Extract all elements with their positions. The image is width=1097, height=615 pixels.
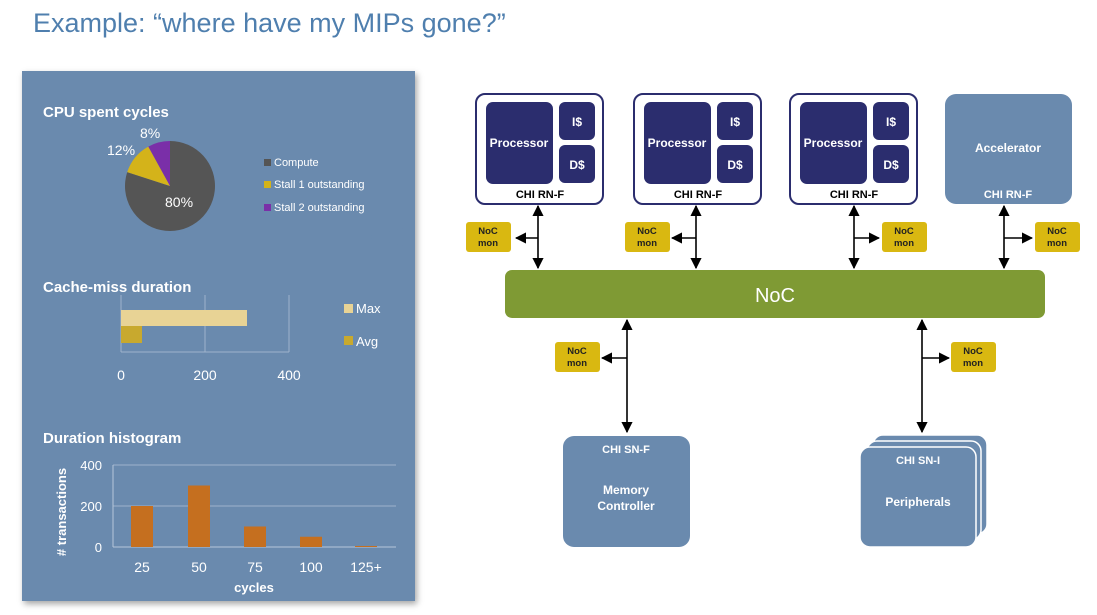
peripherals-label: Peripherals [885, 495, 951, 509]
peripherals-node[interactable]: CHI SN-I Peripherals [859, 434, 988, 548]
dcache-label: D$ [883, 158, 899, 172]
legend-swatch-stall1 [264, 181, 271, 188]
accelerator-label: Accelerator [975, 141, 1041, 155]
hist-xtick-25: 25 [134, 559, 150, 575]
hist-ytick-400: 400 [80, 458, 102, 473]
hist-ytick-200: 200 [80, 499, 102, 514]
legend-swatch-compute [264, 159, 271, 166]
bar-xtick-400: 400 [277, 367, 301, 383]
pie-slice-stall-2-outstanding [148, 141, 170, 186]
histogram-title: Duration histogram [43, 430, 181, 447]
bar-xtick-200: 200 [193, 367, 217, 383]
noc-monitor-4[interactable]: NoC mon [1035, 222, 1080, 252]
histogram-bar-25 [131, 506, 153, 547]
noc-monitor-1[interactable]: NoC mon [466, 222, 511, 252]
monitor-line2: mon [567, 358, 587, 369]
monitor-line1: NoC [1047, 226, 1067, 237]
slide-title: Example: “where have my MIPs gone?” [33, 8, 506, 38]
memory-label-line1: Memory [603, 483, 649, 497]
hist-xtick-50: 50 [191, 559, 207, 575]
icache-label: I$ [730, 115, 740, 129]
monitor-line1: NoC [894, 226, 914, 237]
histogram-bars [131, 485, 377, 547]
pie-label-stall1: 12% [107, 142, 135, 158]
legend-label-stall2: Stall 2 outstanding [274, 202, 365, 214]
noc-bus[interactable]: NoC [505, 270, 1045, 318]
connection-arrows [514, 204, 1034, 434]
pie-legend: Compute Stall 1 outstanding Stall 2 outs… [264, 157, 365, 214]
bar-chart-title: Cache-miss duration [43, 279, 191, 296]
pie-label-compute: 80% [165, 194, 193, 210]
legend-label-avg: Avg [356, 334, 378, 349]
monitor-line2: mon [1047, 238, 1067, 249]
histogram-bar-75 [244, 526, 266, 547]
peripherals-port-label: CHI SN-I [896, 455, 940, 467]
processor-label: Processor [490, 136, 549, 150]
monitor-line2: mon [963, 358, 983, 369]
pie-slice-stall-1-outstanding [127, 146, 170, 186]
hist-xtick-75: 75 [247, 559, 263, 575]
noc-monitor-3[interactable]: NoC mon [882, 222, 927, 252]
noc-label: NoC [755, 285, 795, 307]
monitor-line2: mon [478, 238, 498, 249]
monitor-line2: mon [894, 238, 914, 249]
histogram-bar-125plus [355, 545, 377, 547]
pie-label-stall2: 8% [140, 125, 160, 141]
hist-ylabel: # transactions [54, 468, 69, 556]
legend-label-compute: Compute [274, 157, 319, 169]
icache-label: I$ [572, 115, 582, 129]
monitor-line1: NoC [478, 226, 498, 237]
memory-label-line2: Controller [597, 499, 655, 513]
legend-swatch-max [344, 304, 353, 313]
hist-xtick-100: 100 [299, 559, 323, 575]
bar-max [121, 310, 247, 326]
monitor-line1: NoC [963, 346, 983, 357]
monitor-line1: NoC [567, 346, 587, 357]
memory-controller-node[interactable]: CHI SN-F Memory Controller [563, 436, 690, 547]
monitor-line1: NoC [637, 226, 657, 237]
bar-xtick-0: 0 [117, 367, 125, 383]
port-label: CHI RN-F [516, 189, 565, 201]
noc-monitor-5[interactable]: NoC mon [555, 342, 600, 372]
legend-label-stall1: Stall 1 outstanding [274, 179, 365, 191]
monitor-line2: mon [637, 238, 657, 249]
icache-label: I$ [886, 115, 896, 129]
hist-ytick-0: 0 [95, 540, 102, 555]
legend-swatch-stall2 [264, 204, 271, 211]
port-label: CHI RN-F [830, 189, 879, 201]
noc-monitor-2[interactable]: NoC mon [625, 222, 670, 252]
hist-xtick-125plus: 125+ [350, 559, 382, 575]
processor-label: Processor [804, 136, 863, 150]
accelerator-port-label: CHI RN-F [984, 189, 1033, 201]
pie-chart [124, 141, 216, 232]
accelerator-node[interactable]: Accelerator CHI RN-F [945, 94, 1072, 204]
legend-label-max: Max [356, 301, 381, 316]
dcache-label: D$ [569, 158, 585, 172]
histogram-bar-100 [300, 536, 322, 547]
noc-monitor-6[interactable]: NoC mon [951, 342, 996, 372]
processor-label: Processor [648, 136, 707, 150]
processor-node-1[interactable]: Processor I$ D$ CHI RN-F [475, 93, 604, 205]
port-label: CHI RN-F [674, 189, 723, 201]
hist-xlabel: cycles [234, 580, 274, 595]
processor-node-2[interactable]: Processor I$ D$ CHI RN-F [633, 93, 762, 205]
bar-avg [121, 326, 142, 343]
legend-swatch-avg [344, 336, 353, 345]
processor-node-3[interactable]: Processor I$ D$ CHI RN-F [789, 93, 918, 205]
callout-pointer [365, 226, 413, 248]
memory-port-label: CHI SN-F [602, 444, 650, 456]
histogram-bar-50 [188, 485, 210, 547]
pie-chart-title: CPU spent cycles [43, 104, 169, 121]
dcache-label: D$ [727, 158, 743, 172]
